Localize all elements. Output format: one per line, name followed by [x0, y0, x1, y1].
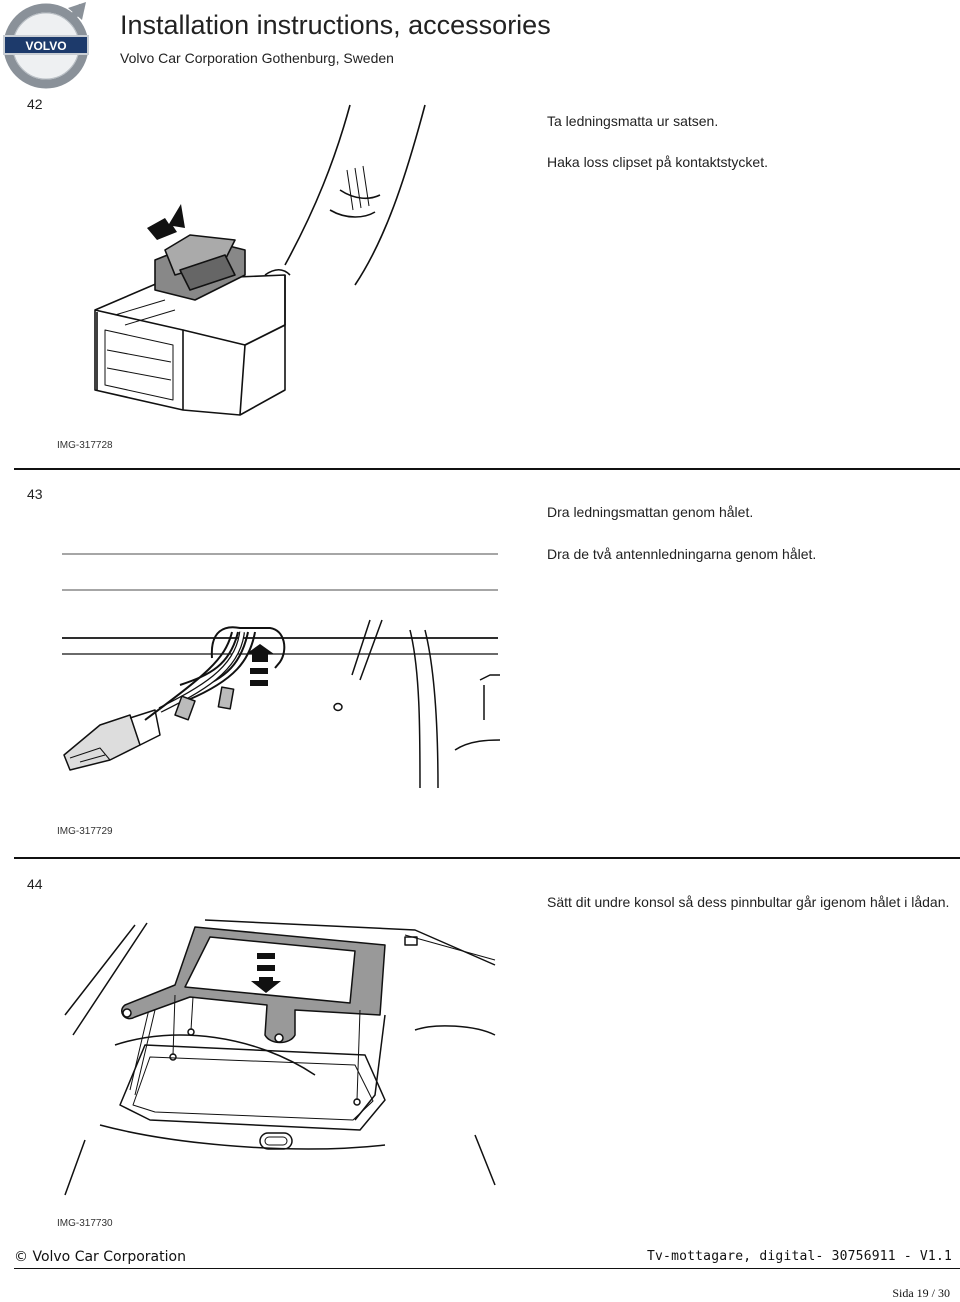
footer-divider [14, 1268, 960, 1269]
cable-routing-illustration [60, 550, 501, 790]
document-subtitle: Volvo Car Corporation Gothenburg, Sweden [120, 50, 394, 66]
step-number: 42 [27, 96, 43, 112]
step-divider [14, 857, 960, 859]
document-title: Installation instructions, accessories [120, 10, 551, 40]
bracket-illustration [55, 905, 500, 1205]
logo-text: VOLVO [25, 39, 66, 53]
step-number: 44 [27, 876, 43, 892]
step-instruction: Haka loss clipset på kontaktstycket. [547, 154, 768, 170]
step-number: 43 [27, 486, 43, 502]
image-id: IMG-317730 [57, 1218, 113, 1229]
step-instruction: Dra ledningsmattan genom hålet. [547, 504, 754, 520]
step-instruction: Ta ledningsmatta ur satsen. [547, 113, 719, 129]
image-id: IMG-317729 [57, 826, 113, 837]
image-id: IMG-317728 [57, 440, 113, 451]
connector-illustration [85, 100, 445, 430]
volvo-logo: VOLVO [2, 0, 90, 89]
footer-document-reference: Tv-mottagare, digital- 30756911 - V1.1 [646, 1249, 952, 1264]
footer-copyright: © Volvo Car Corporation [14, 1249, 186, 1265]
step-instruction: Dra de två antennledningarna genom hålet… [547, 546, 817, 562]
step-instruction: Sätt dit undre konsol så dess pinnbultar… [547, 894, 950, 910]
page-number: Sida 19 / 30 [892, 1286, 950, 1300]
step-divider [14, 468, 960, 470]
